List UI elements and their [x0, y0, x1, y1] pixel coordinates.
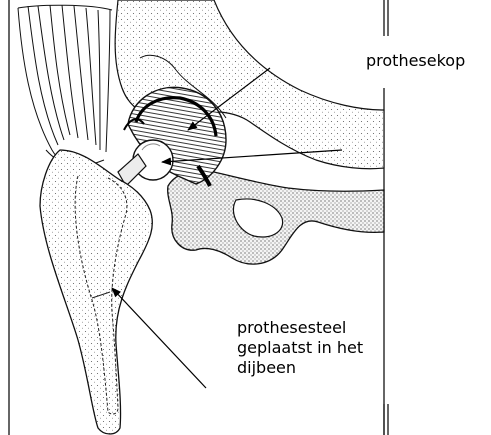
- arrow-to-stem: [112, 288, 206, 388]
- femur: [40, 150, 152, 434]
- label-prothesekop: prothesekop: [366, 51, 465, 71]
- label-prothesesteel: prothesesteel geplaatst in het dijbeen: [237, 318, 363, 378]
- label-stem-line-3: dijbeen: [237, 358, 363, 378]
- label-stem-line-1: prothesesteel: [237, 318, 363, 338]
- label-stem-line-2: geplaatst in het: [237, 338, 363, 358]
- muscle-fibers: [18, 5, 112, 168]
